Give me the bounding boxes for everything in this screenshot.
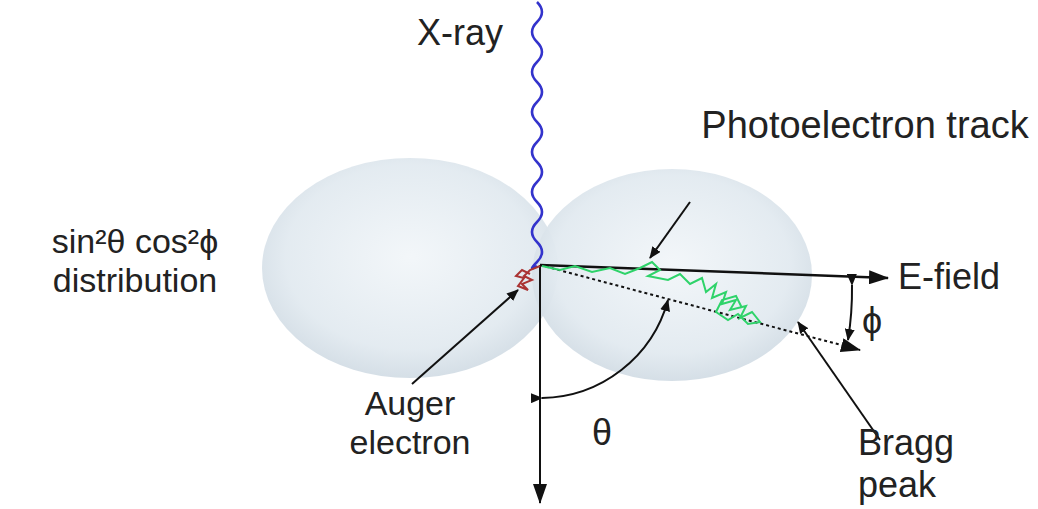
xray-label: X-ray [400,12,520,53]
track-label: Photoelectron track [700,104,1030,148]
photoelectron-track [542,262,760,324]
auger-label: Auger electron [330,384,490,462]
phi-arc [848,285,852,340]
auger-leader [412,290,518,384]
beam-axis [539,265,541,503]
emission-direction [540,265,860,350]
right-lobe [532,169,812,381]
distribution-formula: sin²θ cos²ϕ distribution [4,222,266,300]
efield-label: E-field [898,256,1034,297]
auger-track [516,266,540,290]
theta-symbol: θ [592,412,632,453]
bragg-label: Bragg peak [858,422,1034,505]
theta-arc [542,300,668,398]
track-leader [650,202,690,258]
phi-symbol: ϕ [862,300,902,341]
left-lobe [262,158,558,378]
xray-wave [532,2,542,268]
